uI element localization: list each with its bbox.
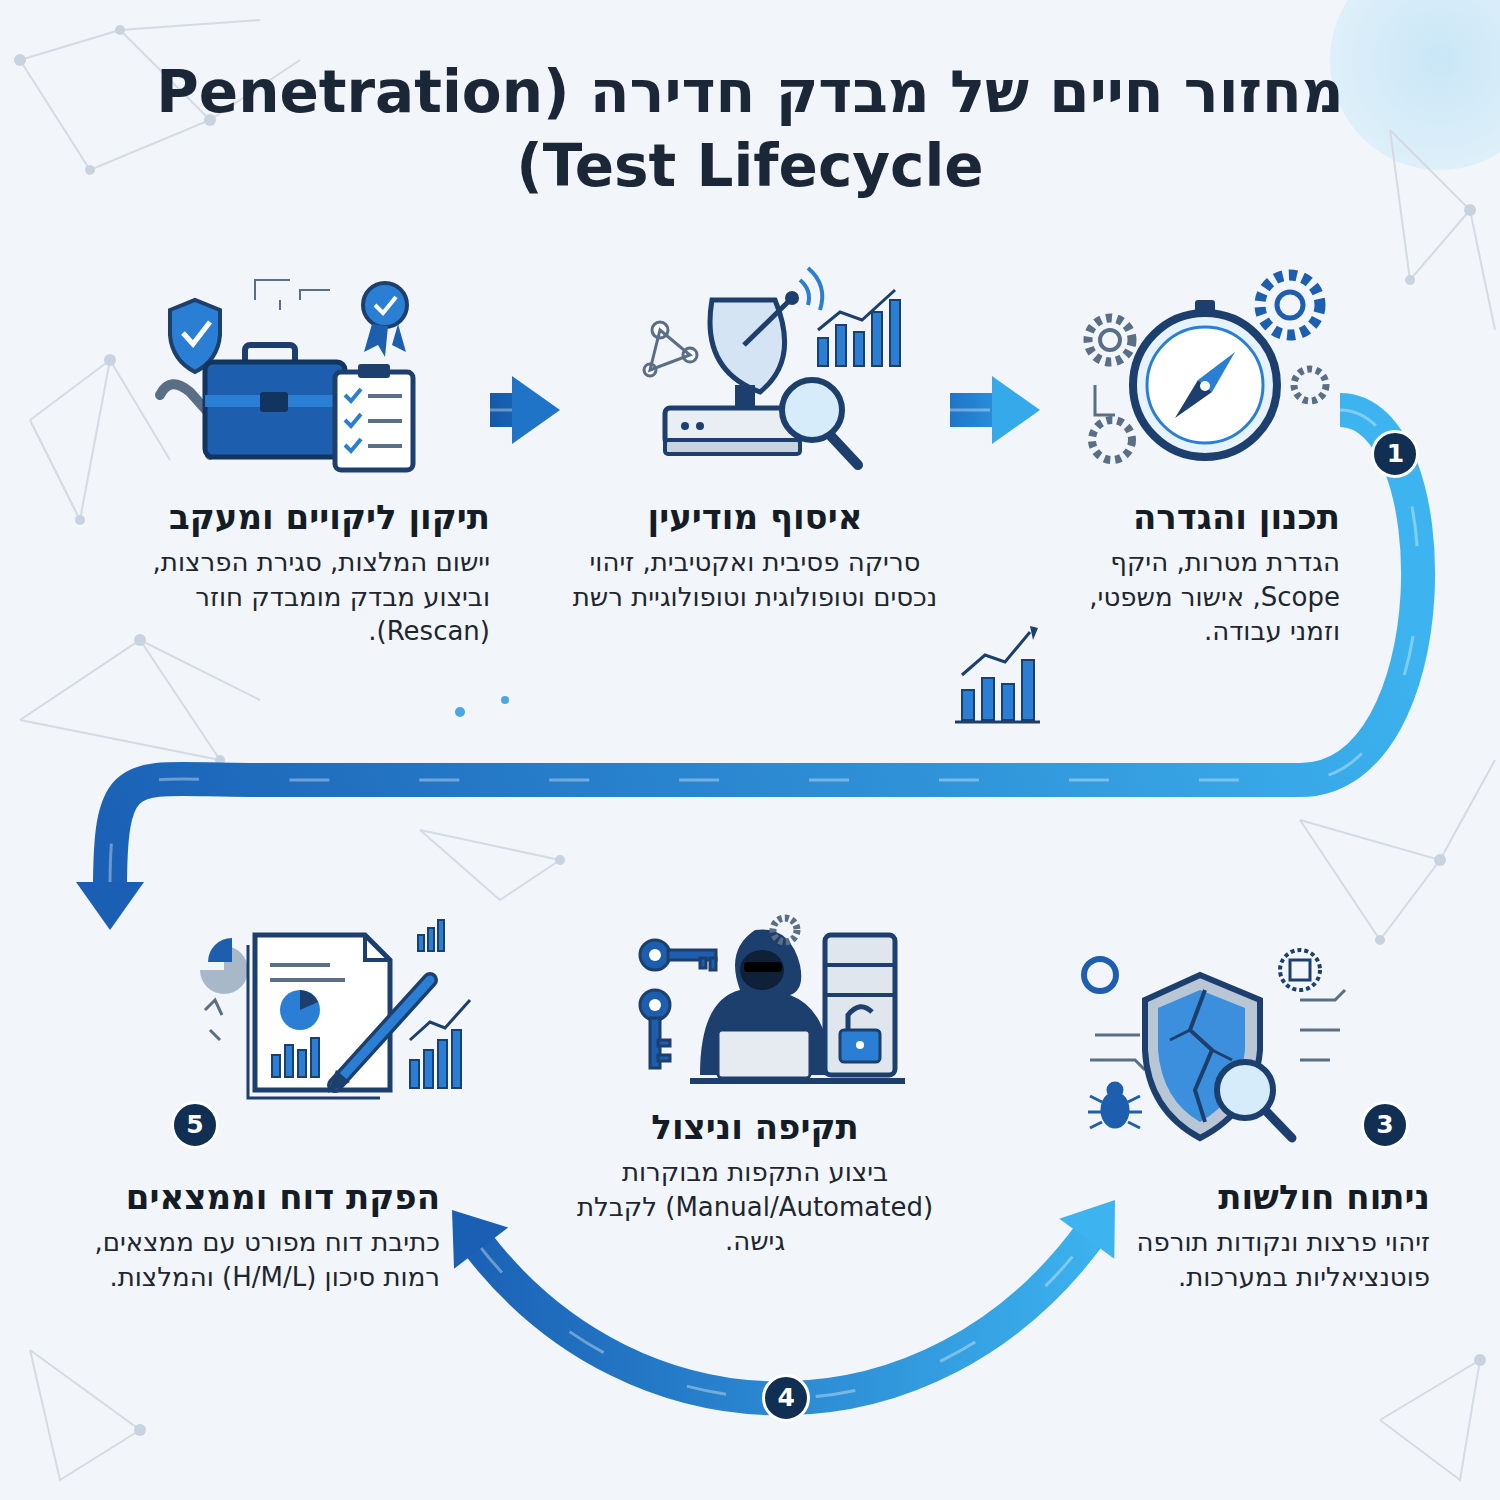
stage-description: הגדרת מטרות, היקף Scope, אישור משפטי, וז… [1040, 545, 1340, 648]
arrow-head [992, 376, 1040, 444]
flow-glow [110, 410, 1418, 890]
flow-arrow [490, 376, 560, 444]
title: מחזור חיים של מבדק חדירה (Penetration Te… [100, 55, 1400, 203]
callout-number: 5 [171, 1101, 219, 1149]
arrow-head [512, 376, 560, 444]
stage-description: כתיבת דוח מפורט עם ממצאים, רמות סיכון (H… [40, 1225, 440, 1294]
stage-box: תקיפה וניצול ביצוע התקפות מבוקרות (Manual… [570, 920, 940, 1258]
callout-number: 4 [762, 1374, 810, 1422]
arrow-head [76, 882, 144, 930]
flow-band [110, 410, 1418, 890]
shield-icon [1084, 950, 1345, 1138]
stage-description: ביצוע התקפות מבוקרות (Manual/Automated) … [570, 1155, 940, 1258]
flow-arrow [950, 376, 1040, 444]
growth-chart [955, 626, 1040, 722]
stage-heading: איסוף מודיעין [560, 495, 950, 539]
satellite-icon [644, 268, 900, 465]
compass-icon [1088, 275, 1326, 460]
network-lines [20, 20, 1495, 1480]
stage-heading: הפקת דוח וממצאים [40, 1175, 440, 1219]
stage-box: תכנון והגדרה הגדרת מטרות, היקף Scope, איש… [1040, 280, 1340, 648]
stage-heading: תכנון והגדרה [1040, 495, 1340, 539]
toolbox-icon [160, 280, 413, 470]
stage-box: תיקון ליקויים ומעקב יישום המלצות, סגירת ה… [80, 280, 490, 648]
stage-description: סריקה פסיבית ואקטיבית, זיהוי נכסים וטופו… [560, 545, 950, 614]
stage-heading: ניתוח חולשות [1130, 1175, 1430, 1219]
stage-heading: תיקון ליקויים ומעקב [80, 495, 490, 539]
stage-description: יישום המלצות, סגירת הפרצות, וביצוע מבדק … [80, 545, 490, 648]
stage-box: הפקת דוח וממצאים כתיבת דוח מפורט עם ממצאי… [40, 930, 452, 1294]
attacker-icon [640, 918, 905, 1084]
stage-heading: תקיפה וניצול [570, 1105, 940, 1149]
callout-number: 3 [1361, 1101, 1409, 1149]
report-icon [200, 920, 470, 1098]
network-dots [14, 25, 1486, 1436]
stage-description: זיהוי פרצות ונקודות תורפה פוטנציאליות במ… [1130, 1225, 1430, 1294]
flow-arrow [76, 410, 1418, 930]
arrow-head [1059, 1200, 1115, 1259]
corner-blob [1330, 0, 1500, 170]
arrow-head [452, 1210, 508, 1269]
stage-box: איסוף מודיעין סריקה פסיבית ואקטיבית, זיהו… [560, 280, 950, 614]
